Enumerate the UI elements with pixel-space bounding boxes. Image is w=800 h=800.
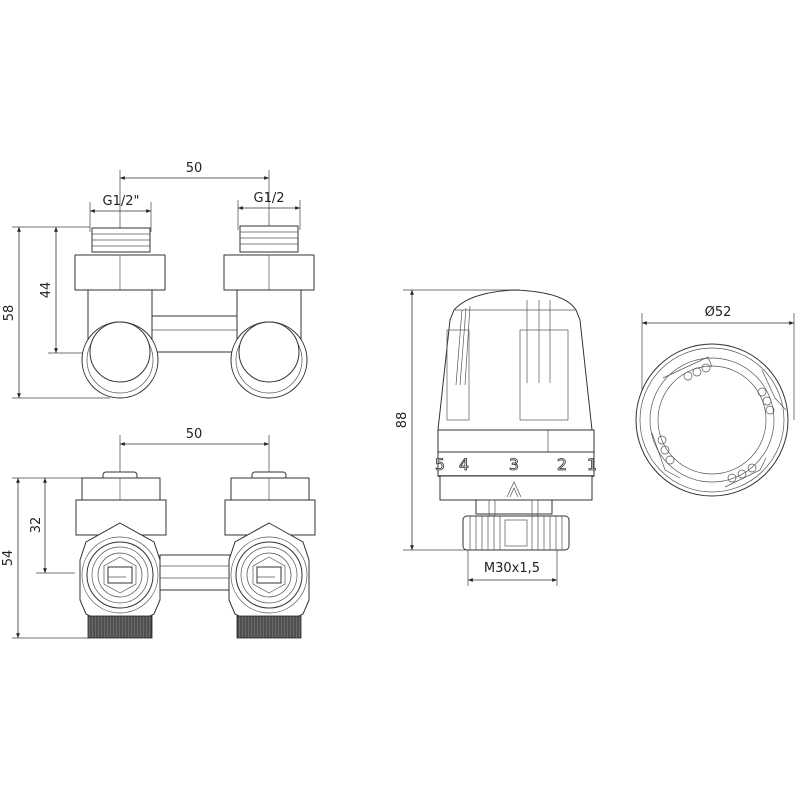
valve-front-spacing-label: 50 — [186, 427, 203, 442]
valve-front-overall-height-label: 54 — [1, 550, 16, 567]
thermostat-side-view: 88 5 4 3 2 1 M30x1,5 — [395, 289, 597, 586]
right-valve-front — [224, 471, 316, 639]
dial-number-5: 5 — [435, 455, 445, 474]
valve-top-view: 50 G1/2" G1/2 58 44 — [2, 161, 315, 399]
dial-number-1: 1 — [587, 455, 597, 474]
thermostat-knurled-nut — [462, 515, 570, 551]
thermostat-diameter-label: Ø52 — [705, 305, 732, 320]
left-thread-label: G1/2" — [103, 194, 140, 209]
thermostat-height-label: 88 — [395, 412, 410, 429]
dial-number-2: 2 — [557, 455, 567, 474]
valve-top-spacing-label: 50 — [186, 161, 203, 176]
dial-number-3: 3 — [509, 455, 519, 474]
left-knurled-nut — [87, 615, 153, 639]
thermostat-thread-label: M30x1,5 — [484, 561, 540, 576]
dial-number-4: 4 — [459, 455, 469, 474]
valve-front-view: 50 54 32 — [1, 427, 316, 639]
left-valve-front — [75, 471, 167, 639]
right-valve-body — [223, 225, 315, 399]
valve-top-overall-height-label: 58 — [2, 305, 17, 322]
set-point-indicator-icon — [506, 481, 522, 498]
left-valve-body — [74, 227, 166, 399]
thermostat-top-view: Ø52 — [635, 305, 795, 497]
right-thread-label: G1/2 — [254, 191, 285, 206]
valve-front-axis-height-label: 32 — [29, 517, 44, 534]
right-knurled-nut — [236, 615, 302, 639]
valve-top-axis-height-label: 44 — [39, 282, 54, 299]
